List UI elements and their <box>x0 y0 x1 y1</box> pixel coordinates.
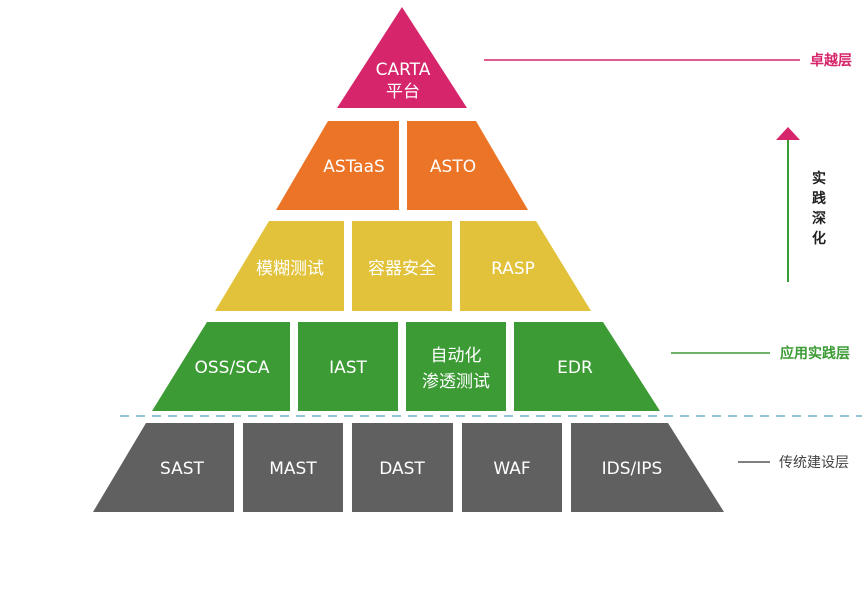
asto-label: ASTO <box>430 157 476 177</box>
auto-label: 自动化 <box>431 346 482 366</box>
sast-label: SAST <box>160 459 205 479</box>
block-astaas <box>276 121 399 210</box>
excellence-layer-label: 卓越层 <box>810 52 852 69</box>
block-iast <box>298 322 398 411</box>
block-mast <box>243 423 343 512</box>
deepen-char-1: 实 <box>812 170 826 187</box>
platform-label: 平台 <box>386 82 420 102</box>
fuzzing-label: 模糊测试 <box>256 259 324 279</box>
practice-layer-label: 应用实践层 <box>780 345 850 362</box>
block-dast <box>352 423 453 512</box>
iast-label: IAST <box>329 358 367 378</box>
rasp-label: RASP <box>491 259 535 279</box>
traditional-layer-label: 传统建设层 <box>779 455 849 471</box>
block-auto-pentest <box>406 322 506 411</box>
block-oss-sca <box>152 322 290 411</box>
block-fuzzing <box>215 221 344 311</box>
deepen-char-3: 深 <box>812 210 826 227</box>
block-edr <box>514 322 660 411</box>
pentest-label: 渗透测试 <box>422 372 490 392</box>
block-waf <box>462 423 562 512</box>
dast-label: DAST <box>379 459 425 479</box>
astaas-label: ASTaaS <box>323 157 385 177</box>
block-asto <box>407 121 528 210</box>
deepen-arrowhead <box>776 127 800 140</box>
deepen-char-4: 化 <box>812 230 826 247</box>
mast-label: MAST <box>269 459 317 479</box>
carta-label: CARTA <box>376 60 431 80</box>
container-security-label: 容器安全 <box>368 259 436 279</box>
tier-top-carta <box>337 7 467 108</box>
deepen-char-2: 践 <box>812 190 826 207</box>
oss-sca-label: OSS/SCA <box>195 358 270 378</box>
block-ids-ips <box>571 423 724 512</box>
block-rasp <box>460 221 591 311</box>
edr-label: EDR <box>557 358 593 378</box>
waf-label: WAF <box>493 459 530 479</box>
block-sast <box>93 423 234 512</box>
ids-ips-label: IDS/IPS <box>602 459 663 479</box>
block-container-security <box>352 221 452 311</box>
